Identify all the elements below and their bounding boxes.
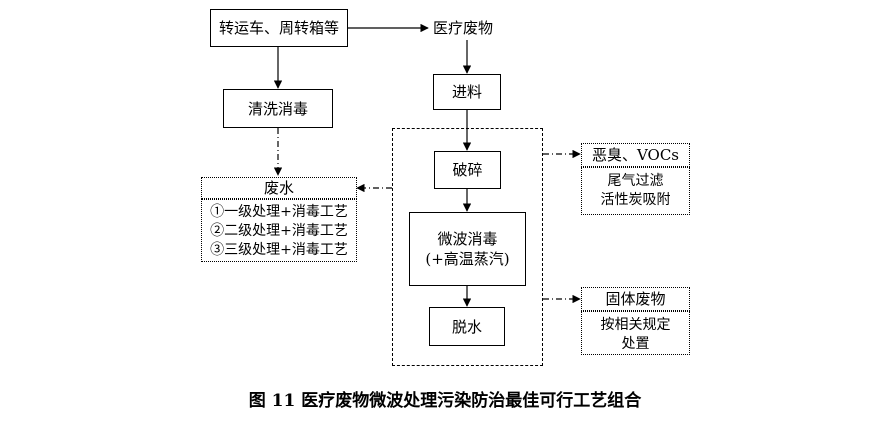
- node-microwave-label: 微波消毒: [437, 230, 498, 248]
- odor-treatment-line-2: 活性炭吸附: [600, 192, 671, 208]
- wastewater-option-1: ①一级处理+消毒工艺: [210, 204, 348, 220]
- solid-treatment-line-2: 处置: [621, 336, 650, 352]
- node-transport-label: 转运车、周转箱等: [218, 19, 339, 37]
- figure-caption: 图 11 医疗废物微波处理污染防治最佳可行工艺组合: [248, 391, 642, 411]
- solid-title-box: 固体废物: [581, 287, 690, 311]
- node-feed-box: 进料: [433, 74, 501, 110]
- node-crush-box: 破碎: [434, 151, 501, 189]
- node-microwave-sublabel: (+高温蒸汽): [425, 250, 510, 268]
- process-container: [392, 128, 543, 366]
- node-medical-waste-label: 医疗废物: [433, 19, 494, 37]
- wastewater-option-2: ②二级处理+消毒工艺: [210, 223, 348, 239]
- solid-treatment-box: 按相关规定 处置: [581, 311, 690, 355]
- node-crush-label: 破碎: [452, 161, 483, 179]
- odor-title-box: 恶臭、VOCs: [581, 143, 690, 167]
- node-wash-label: 清洗消毒: [247, 99, 308, 118]
- wastewater-option-3: ③三级处理+消毒工艺: [210, 242, 348, 258]
- odor-treatment-box: 尾气过滤 活性炭吸附: [581, 167, 690, 215]
- node-transport-box: 转运车、周转箱等: [210, 9, 348, 47]
- wastewater-title-box: 废水: [201, 177, 357, 199]
- node-feed-label: 进料: [451, 83, 482, 101]
- node-microwave-box: 微波消毒 (+高温蒸汽): [409, 212, 526, 286]
- wastewater-title: 废水: [263, 179, 294, 197]
- solid-treatment-line-1: 按相关规定: [600, 317, 671, 333]
- solid-title: 固体废物: [605, 290, 666, 308]
- node-dewater-label: 脱水: [451, 317, 482, 336]
- node-wash-box: 清洗消毒: [223, 89, 333, 128]
- odor-treatment-line-1: 尾气过滤: [607, 173, 664, 189]
- odor-title: 恶臭、VOCs: [591, 146, 680, 164]
- node-dewater-box: 脱水: [429, 307, 505, 346]
- wastewater-options-box: ①一级处理+消毒工艺 ②二级处理+消毒工艺 ③三级处理+消毒工艺: [201, 199, 357, 262]
